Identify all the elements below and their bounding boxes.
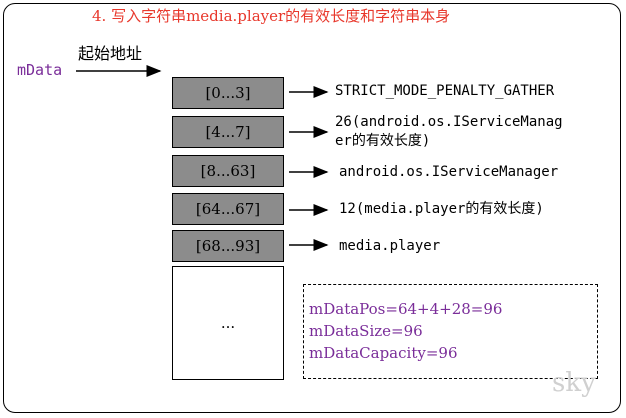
mdatapos-line: mDataPos=64+4+28=96	[309, 300, 503, 318]
memory-cell-empty: ...	[172, 266, 284, 380]
watermark: sky	[552, 368, 596, 398]
memory-cell-0: [0...3]	[172, 77, 284, 109]
cell-range: [68...93]	[195, 237, 261, 255]
memory-cell-3: [64...67]	[172, 193, 284, 225]
info-box: mDataPos=64+4+28=96 mDataSize=96 mDataCa…	[303, 284, 598, 379]
ellipsis: ...	[220, 314, 236, 332]
diagram-title: 4. 写入字符串media.player的有效长度和字符串本身	[92, 7, 451, 25]
cell-range: [64...67]	[195, 200, 261, 218]
cell-description-3: 12(media.player的有效长度)	[339, 201, 544, 217]
mdatacapacity-line: mDataCapacity=96	[309, 344, 458, 362]
memory-cell-2: [8...63]	[172, 155, 284, 187]
cell-description-4: media.player	[339, 238, 441, 254]
mdatasize-line: mDataSize=96	[309, 322, 423, 340]
memory-cell-4: [68...93]	[172, 230, 284, 262]
cell-range: [0...3]	[205, 84, 251, 102]
mdata-label: mData	[17, 61, 63, 79]
start-address-label: 起始地址	[78, 44, 143, 63]
cell-description-0: STRICT_MODE_PENALTY_GATHER	[335, 83, 555, 99]
cell-description-1: 26(android.os.IServiceManag er的有效长度)	[335, 114, 563, 149]
cell-range: [8...63]	[200, 162, 256, 180]
cell-range: [4...7]	[205, 123, 251, 141]
cell-description-2: android.os.IServiceManager	[339, 164, 559, 180]
memory-cell-1: [4...7]	[172, 116, 284, 148]
